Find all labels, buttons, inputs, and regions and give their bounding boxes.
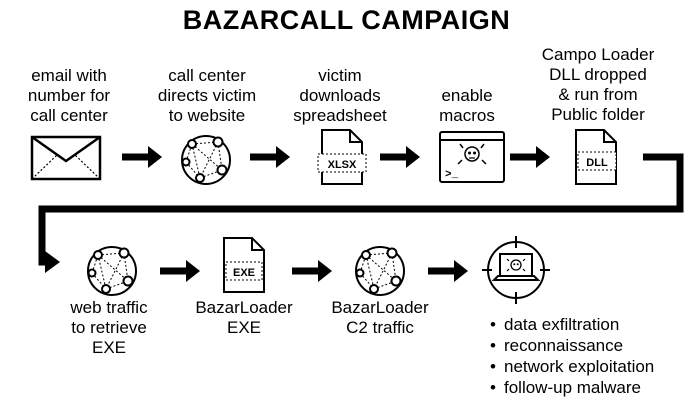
outcomes-list: data exfiltration reconnaissance network… bbox=[490, 314, 654, 398]
step-2-label: call center directs victim to website bbox=[157, 66, 257, 125]
targeted-laptop-icon bbox=[482, 236, 550, 304]
terminal-prompt: >_ bbox=[445, 169, 459, 181]
dll-text: DLL bbox=[586, 157, 608, 169]
step-5-label: Campo Loader DLL dropped & run from Publ… bbox=[541, 45, 655, 124]
arrow-2-head bbox=[276, 146, 290, 168]
diagram-title: BAZARCALL CAMPAIGN bbox=[182, 5, 511, 35]
dll-file-icon: DLL bbox=[575, 129, 617, 185]
malicious-macro-terminal-icon: >_ bbox=[439, 131, 505, 183]
outcome-item: data exfiltration bbox=[490, 314, 654, 335]
step-4-label: enable macros bbox=[439, 86, 495, 125]
network-globe-icon bbox=[355, 246, 405, 296]
step-6-label: web traffic to retrieve EXE bbox=[70, 298, 148, 357]
exe-file-icon: EXE bbox=[223, 237, 265, 293]
step-8-label: BazarLoader C2 traffic bbox=[331, 298, 429, 337]
xlsx-file-icon: XLSX bbox=[317, 129, 367, 185]
network-globe-icon bbox=[87, 246, 137, 296]
arrow-1-head bbox=[148, 146, 162, 168]
outcome-item: reconnaissance bbox=[490, 335, 654, 356]
envelope-icon bbox=[30, 135, 102, 181]
row-connector-head bbox=[45, 251, 60, 273]
exe-text: EXE bbox=[233, 267, 255, 279]
network-globe-icon bbox=[181, 135, 231, 185]
step-3-label: victim downloads spreadsheet bbox=[293, 66, 387, 125]
outcome-item: network exploitation bbox=[490, 356, 654, 377]
outcome-item: follow-up malware bbox=[490, 377, 654, 398]
arrow-7-head bbox=[318, 260, 332, 282]
step-1-label: email with number for call center bbox=[27, 66, 111, 125]
arrow-3-head bbox=[406, 146, 420, 168]
arrow-6-head bbox=[186, 260, 200, 282]
arrow-8-head bbox=[454, 260, 468, 282]
xlsx-text: XLSX bbox=[328, 159, 357, 171]
row-connector bbox=[38, 153, 684, 266]
arrow-4-head bbox=[536, 146, 550, 168]
step-7-label: BazarLoader EXE bbox=[195, 298, 293, 337]
